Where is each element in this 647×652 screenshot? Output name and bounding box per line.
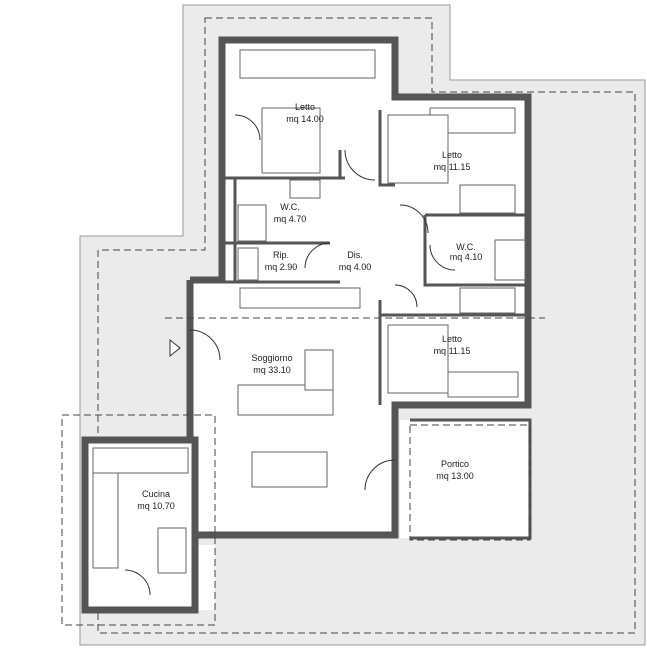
room-area-dis: mq 4.00: [339, 262, 372, 272]
room-name-wc: W.C.: [456, 242, 476, 252]
room-area-letto: mq 11.15: [434, 162, 471, 172]
sofa: [237, 384, 334, 416]
partition: [304, 349, 334, 391]
kitchen-counter: [92, 472, 119, 569]
entrance-arrow-icon: [169, 338, 181, 358]
dining-table: [251, 451, 328, 488]
interior-wall: [378, 110, 395, 187]
door-swing[interactable]: [124, 569, 151, 596]
door-swing[interactable]: [189, 329, 221, 361]
shelving: [237, 247, 259, 281]
kitchen-walls: [81, 436, 199, 614]
room-name-letto: Letto: [442, 334, 462, 344]
door-swing[interactable]: [364, 459, 396, 491]
room-name-portico: Portico: [441, 459, 469, 469]
room-name-dis: Dis.: [347, 250, 363, 260]
room-area-wc: mq 4.10: [450, 252, 483, 262]
kitchen-table: [157, 527, 187, 574]
door-swing[interactable]: [399, 204, 429, 234]
portico-wall: [410, 418, 532, 540]
desk: [459, 184, 516, 214]
door-swing[interactable]: [429, 244, 456, 271]
washbasin: [289, 179, 321, 199]
door-swing[interactable]: [394, 284, 418, 308]
portico-area: [400, 420, 528, 538]
wardrobe: [239, 49, 376, 79]
bed: [387, 324, 449, 394]
tv-unit: [239, 287, 361, 309]
room-area-rip: mq 2.90: [265, 262, 298, 272]
interior-wall: [423, 215, 528, 287]
terrace-dashed-edge: [97, 17, 636, 634]
room-area-letto: mq 14.00: [286, 114, 324, 124]
door-swing[interactable]: [304, 242, 331, 269]
room-area-soggiorno: mq 33.10: [253, 365, 291, 375]
room-name-wc: W.C.: [280, 202, 300, 212]
exterior-wall: [190, 36, 532, 539]
room-area-wc: mq 4.70: [274, 214, 307, 224]
bed: [261, 107, 321, 174]
room-name-soggiorno: Soggiorno: [251, 353, 292, 363]
room-name-rip: Rip.: [273, 250, 289, 260]
room-area-portico: mq 13.00: [436, 471, 474, 481]
room-name-letto: Letto: [295, 102, 315, 112]
room-area-letto: mq 11.15: [434, 346, 471, 356]
portico-dashed: [409, 424, 531, 541]
kitchen-dashed: [61, 414, 216, 626]
room-name-cucina: Cucina: [142, 489, 170, 499]
kitchen-counter: [92, 447, 189, 474]
room-area-cucina: mq 10.70: [137, 501, 175, 511]
desk: [459, 287, 516, 314]
door-swing[interactable]: [234, 114, 261, 141]
bed: [387, 114, 449, 184]
shower: [494, 239, 526, 281]
door-swing[interactable]: [344, 149, 376, 181]
room-name-letto: Letto: [442, 150, 462, 160]
wardrobe: [447, 371, 519, 398]
shower: [237, 204, 267, 242]
